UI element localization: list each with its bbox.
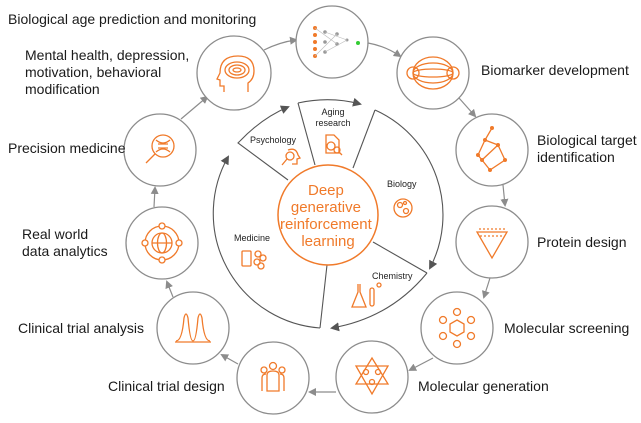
node-label: Biomarker development: [481, 62, 629, 78]
people-icon: [260, 361, 286, 392]
node-protein: Protein design: [455, 205, 627, 279]
peaks-chart-icon: [175, 313, 211, 343]
sector-label-medicine: Medicine: [234, 233, 270, 243]
node-label: Biological age prediction and monitoring: [8, 11, 256, 27]
molecule-icon: [438, 307, 476, 349]
node-label: Mental health, depression,motivation, be…: [25, 47, 189, 97]
center-line: reinforcement: [280, 216, 373, 233]
flask-icon: [351, 282, 382, 308]
center-line: generative: [291, 199, 361, 216]
node-screening: Molecular screening: [420, 291, 629, 365]
dna-magnifier-icon: [145, 134, 175, 164]
sector-label-chemistry: Chemistry: [372, 271, 413, 281]
globe-icon: [141, 222, 183, 264]
neural-network-icon: [313, 26, 360, 58]
center-line: learning: [301, 233, 354, 250]
node-trial-design: Clinical trial design: [108, 341, 310, 415]
node-bio-age: Biological age prediction and monitoring: [8, 5, 369, 79]
node-label: Precision medicine: [8, 140, 126, 156]
petri-dish-icon: [393, 198, 413, 218]
molecule-lattice-icon: [354, 356, 390, 396]
center-circle: [277, 164, 379, 266]
node-label: Molecular screening: [504, 320, 629, 336]
node-mental: Mental health, depression,motivation, be…: [25, 35, 272, 111]
inner-sectors: [212, 97, 444, 332]
node-label: Clinical trial design: [108, 378, 225, 394]
node-generation: Molecular generation: [335, 340, 549, 414]
ring-arrows: [150, 36, 509, 396]
sector-label-biology: Biology: [387, 179, 417, 189]
sector-label-psychology: Psychology: [250, 135, 297, 145]
protein-icon: [475, 228, 509, 260]
center-line: Deep: [308, 182, 344, 199]
document-clock-icon: [325, 134, 343, 156]
brain-head-icon: [216, 55, 255, 92]
head-magnifier-icon: [281, 148, 302, 166]
node-trial-analysis: Clinical trial analysis: [18, 291, 230, 365]
pills-icon: [241, 250, 267, 270]
biomarker-icon: [406, 56, 460, 90]
node-precision: Precision medicine: [8, 113, 197, 187]
node-label: Molecular generation: [418, 378, 549, 394]
center-title: Deep generative reinforcement learning: [280, 182, 376, 250]
node-label: Protein design: [537, 234, 627, 250]
network-graph-icon: [476, 126, 507, 172]
node-label: Clinical trial analysis: [18, 320, 144, 336]
node-biomarker: Biomarker development: [396, 36, 629, 110]
